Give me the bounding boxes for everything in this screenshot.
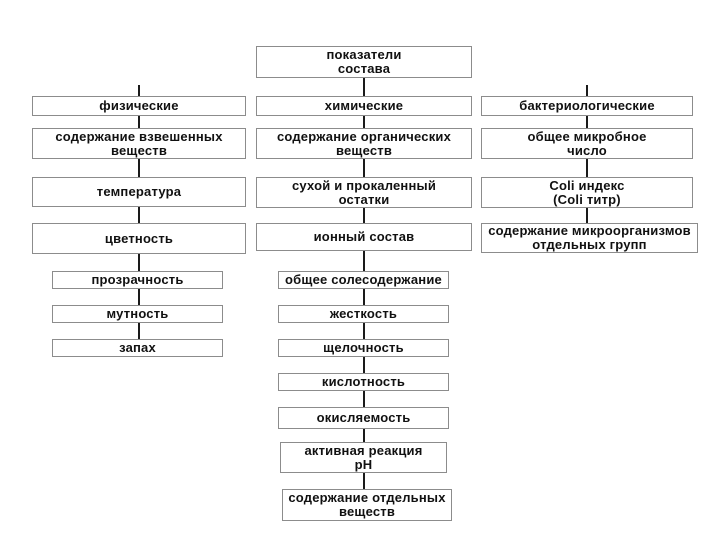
connector-line xyxy=(586,208,588,223)
node-aktivnaya-reakciya-ph: активная реакция рН xyxy=(280,442,447,473)
connector-line xyxy=(138,289,140,305)
node-kislotnost: кислотность xyxy=(278,373,449,391)
connector-line xyxy=(138,254,140,271)
node-okislyaemost: окисляемость xyxy=(278,407,449,429)
node-obshchee-solesoderzhanie: общее солесодержание xyxy=(278,271,449,289)
connector-line xyxy=(138,85,140,96)
node-prozrachnost: прозрачность xyxy=(52,271,223,289)
connector-line xyxy=(363,116,365,128)
node-soderzhanie-vzveshennyh-veshchestv: содержание взвешенных веществ xyxy=(32,128,246,159)
node-soderzhanie-organicheskih-veshchestv: содержание органических веществ xyxy=(256,128,472,159)
connector-line xyxy=(363,159,365,177)
connector-line xyxy=(363,323,365,339)
node-mikroorganizmy-otdelnyh-grupp: содержание микроорганизмов отдельных гру… xyxy=(481,223,698,253)
node-cvetnost: цветность xyxy=(32,223,246,254)
connector-line xyxy=(586,159,588,177)
node-zhestkost: жесткость xyxy=(278,305,449,323)
node-himicheskie: химические xyxy=(256,96,472,116)
connector-line xyxy=(363,208,365,223)
node-zapah: запах xyxy=(52,339,223,357)
node-fizicheskie: физические xyxy=(32,96,246,116)
connector-line xyxy=(363,391,365,407)
connector-line xyxy=(138,116,140,128)
connector-line xyxy=(138,159,140,177)
node-mutnost: мутность xyxy=(52,305,223,323)
node-shchelochnost: щелочность xyxy=(278,339,449,357)
connector-line xyxy=(586,85,588,96)
connector-line xyxy=(363,473,365,489)
node-bakteriologicheskie: бактериологические xyxy=(481,96,693,116)
connector-line xyxy=(363,78,365,96)
node-soderzhanie-otdelnyh-veshchestv: содержание отдельных веществ xyxy=(282,489,452,521)
node-pokazateli-sostava: показатели состава xyxy=(256,46,472,78)
connector-line xyxy=(363,357,365,373)
node-suhoj-i-prokalennyj-ostatki: сухой и прокаленный остатки xyxy=(256,177,472,208)
node-temperatura: температура xyxy=(32,177,246,207)
connector-line xyxy=(586,116,588,128)
connector-line xyxy=(363,429,365,442)
connector-line xyxy=(363,289,365,305)
node-obshchee-mikrobnoe-chislo: общее микробное число xyxy=(481,128,693,159)
node-ionnyj-sostav: ионный состав xyxy=(256,223,472,251)
connector-line xyxy=(138,207,140,223)
connector-line xyxy=(138,323,140,339)
node-coli-indeks-coli-titr: Coli индекс (Coli титр) xyxy=(481,177,693,208)
connector-line xyxy=(363,251,365,271)
